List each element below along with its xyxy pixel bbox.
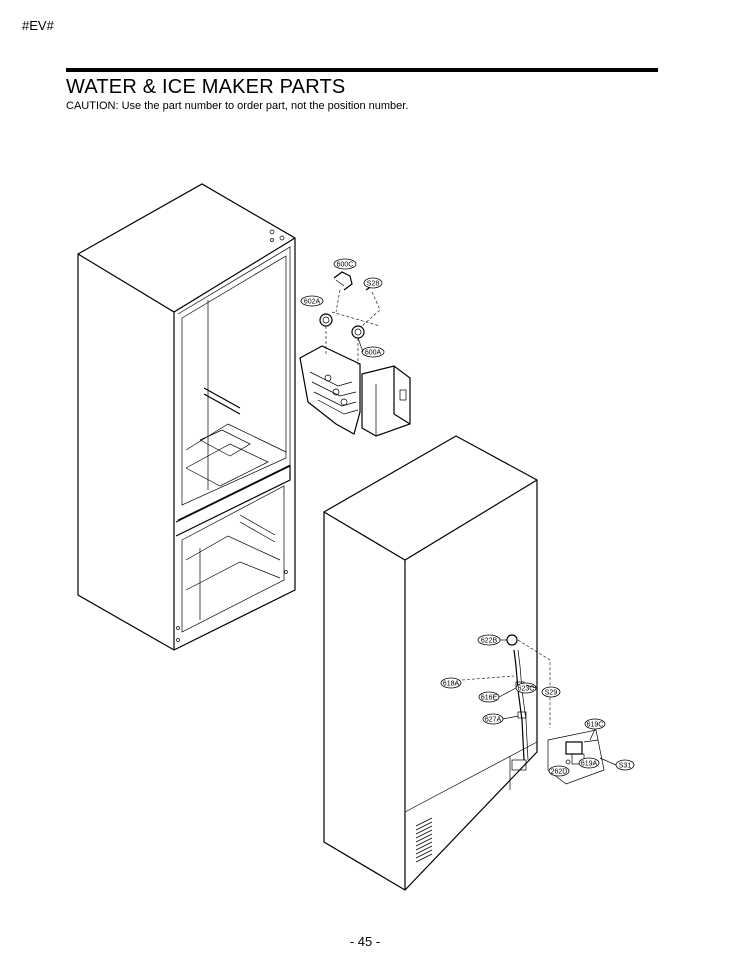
- svg-text:627A: 627A: [485, 717, 502, 724]
- svg-text:262D: 262D: [551, 769, 568, 776]
- svg-text:619A: 619A: [581, 761, 598, 768]
- svg-text:600C: 600C: [337, 262, 354, 269]
- callout-623C: 623C: [515, 682, 537, 694]
- svg-text:623C: 623C: [518, 686, 535, 693]
- svg-text:618A: 618A: [443, 681, 460, 688]
- callout-619A: 619A: [578, 757, 600, 769]
- model-tag: #EV#: [22, 18, 54, 33]
- callout-618A: 618A: [440, 677, 462, 689]
- callout-622B: 622B: [477, 634, 501, 646]
- svg-text:600A: 600A: [365, 350, 382, 357]
- callout-S31: S31: [615, 759, 635, 771]
- ice-maker-assembly: [299, 271, 411, 437]
- svg-text:616E: 616E: [481, 695, 498, 702]
- callout-262D: 262D: [548, 765, 570, 777]
- callout-S28: S28: [363, 277, 383, 289]
- header-rule: [66, 68, 658, 72]
- rear-vent-grille: [415, 817, 433, 863]
- svg-text:619C: 619C: [587, 722, 604, 729]
- svg-text:602A: 602A: [304, 299, 321, 306]
- callout-600A: 600A: [361, 346, 385, 358]
- svg-text:S29: S29: [545, 690, 558, 697]
- page-number: - 45 -: [349, 934, 381, 949]
- page-title: WATER & ICE MAKER PARTS: [66, 76, 346, 98]
- callout-602A: 602A: [300, 295, 324, 307]
- cabinet-rear-view: [323, 435, 605, 891]
- callout-627A: 627A: [482, 713, 504, 725]
- callout-600C: 600C: [333, 258, 357, 270]
- cabinet-front-view: [77, 183, 296, 651]
- caution-note: CAUTION: Use the part number to order pa…: [66, 100, 409, 112]
- svg-text:622B: 622B: [481, 638, 498, 645]
- callout-619C: 619C: [584, 718, 606, 730]
- callout-leaders: [357, 337, 617, 766]
- callout-616E: 616E: [478, 691, 500, 703]
- callout-S29: S29: [541, 686, 561, 698]
- svg-text:S28: S28: [367, 281, 380, 288]
- svg-text:S31: S31: [619, 763, 632, 770]
